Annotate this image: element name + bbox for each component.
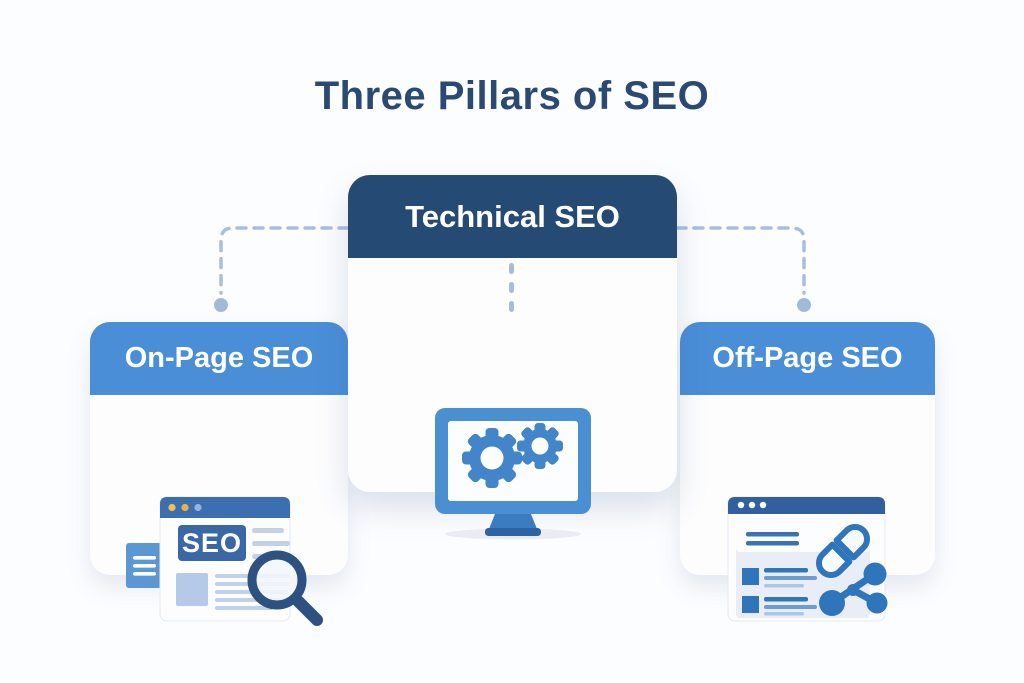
- connector-line-left: [219, 226, 350, 295]
- pillar-card-on-page: On-Page SEO: [90, 322, 348, 626]
- link-icon: [816, 524, 870, 578]
- connector-line-right: [675, 226, 806, 295]
- gear-small-icon: [517, 423, 563, 469]
- monitor-gears-icon: [435, 408, 591, 540]
- browser-traffic-dots: [168, 503, 202, 512]
- document-icon: [126, 543, 163, 588]
- connector-dot-right: [797, 298, 811, 312]
- seo-badge: SEO: [178, 525, 246, 561]
- pillar-header-on-page: On-Page SEO: [90, 322, 348, 395]
- monitor-stand-base: [485, 528, 541, 536]
- share-network-icon: [819, 562, 888, 616]
- pillar-header-off-page: Off-Page SEO: [680, 322, 935, 395]
- pillar-card-off-page: Off-Page SEO: [680, 322, 935, 622]
- list-row: [742, 596, 817, 616]
- pillar-label-technical: Technical SEO: [405, 198, 620, 234]
- pillar-label-off-page: Off-Page SEO: [712, 342, 903, 374]
- header-to-icon-dashes: [509, 263, 514, 312]
- browser-link-share-icon: [727, 496, 888, 622]
- gear-large-icon: [462, 428, 522, 488]
- thumbnail-square: [176, 573, 208, 606]
- page-title: Three Pillars of SEO: [314, 74, 710, 118]
- list-row: [742, 568, 817, 588]
- browser-seo-magnifier-icon: SEO: [126, 496, 323, 626]
- pillar-card-technical: Technical SEO: [348, 175, 677, 540]
- browser-title-bar: [728, 497, 885, 514]
- monitor-stand-neck: [489, 514, 537, 529]
- browser-window-icon: [727, 496, 886, 622]
- magnifier-icon: [247, 550, 323, 626]
- connector-dot-left: [214, 298, 228, 312]
- browser-title-bar: [160, 497, 290, 518]
- browser-traffic-dots: [737, 501, 767, 509]
- panel-header-lines: [746, 532, 799, 546]
- seo-badge-text: SEO: [182, 528, 242, 558]
- pillar-header-technical: Technical SEO: [348, 175, 677, 258]
- pillar-label-on-page: On-Page SEO: [124, 342, 314, 374]
